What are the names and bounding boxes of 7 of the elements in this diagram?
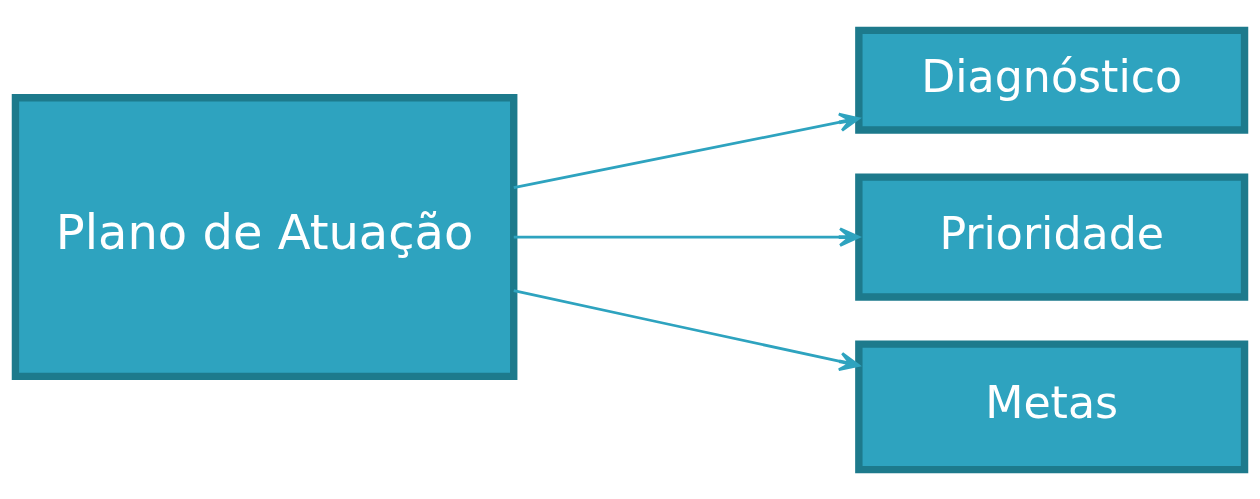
arrow — [513, 226, 860, 247]
arrow — [513, 288, 860, 371]
node-box: Plano de Atuação — [11, 93, 518, 380]
arrow — [513, 112, 860, 189]
node-box: Prioridade — [855, 172, 1249, 301]
node-box: Diagnóstico — [855, 26, 1249, 134]
node-box: Metas — [855, 339, 1249, 473]
